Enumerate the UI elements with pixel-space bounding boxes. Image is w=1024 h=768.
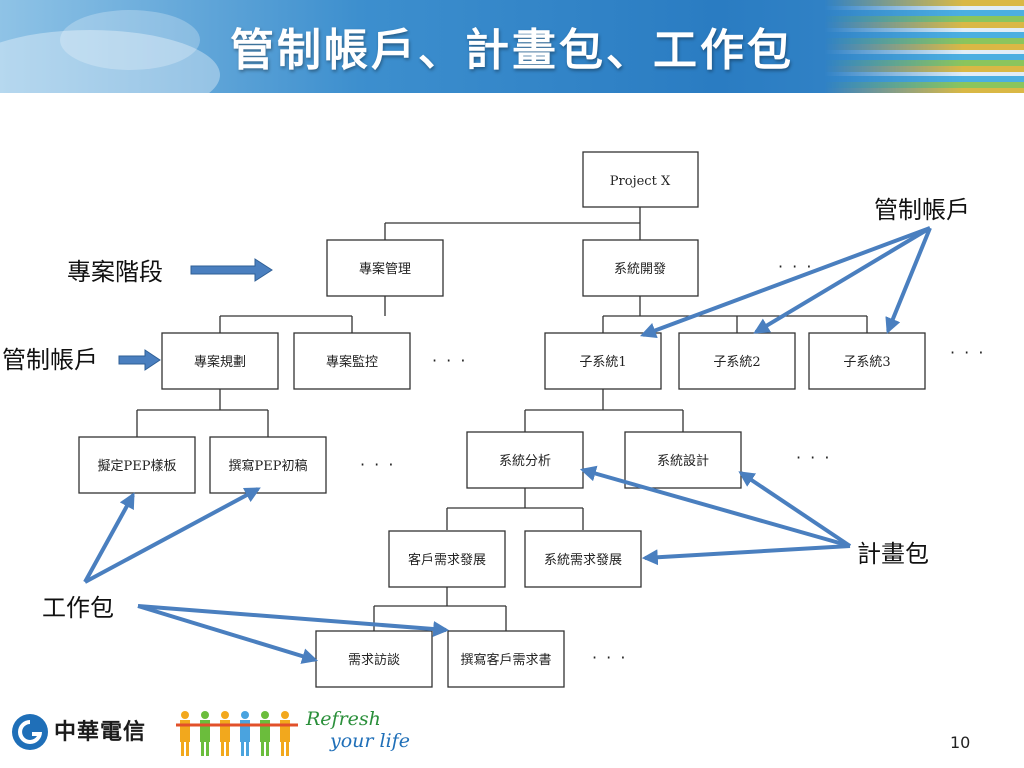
node-system-design: 系統設計 — [624, 431, 742, 489]
stripe-decoration — [824, 0, 1024, 93]
people-figures-icon — [176, 711, 298, 756]
node-system-requirements: 系統需求發展 — [524, 530, 642, 588]
arrows-work-package — [83, 487, 450, 664]
node-requirements-interview: 需求訪談 — [315, 630, 433, 688]
ellipsis: · · · — [950, 343, 985, 362]
node-label: 系統設計 — [657, 453, 709, 469]
slogan-line-2: your life — [330, 730, 410, 752]
ellipsis: · · · — [796, 448, 831, 467]
node-label: 系統開發 — [614, 262, 666, 277]
node-project-planning: 專案規劃 — [161, 332, 279, 390]
node-label: 系統分析 — [499, 454, 551, 469]
company-logo — [12, 711, 298, 756]
header-banner — [0, 0, 1024, 93]
label-project-phase: 專案階段 — [67, 258, 163, 286]
node-pep-template: 擬定PEP樣板 — [78, 436, 196, 494]
node-label: 系統需求發展 — [544, 553, 622, 568]
node-label: 客戶需求發展 — [408, 552, 486, 568]
arrows-control-account — [640, 226, 932, 339]
block-arrow-control-account — [118, 349, 161, 371]
cloud-decoration — [60, 10, 200, 70]
node-write-requirements: 撰寫客戶需求書 — [447, 630, 565, 688]
node-subsystem-3: 子系統3 — [808, 332, 926, 390]
node-subsystem-2: 子系統2 — [678, 332, 796, 390]
label-work-package: 工作包 — [42, 594, 114, 622]
ellipsis: · · · — [592, 648, 627, 667]
node-label: Project X — [610, 174, 671, 189]
company-name: 中華電信 — [54, 720, 147, 745]
connector-lines — [136, 207, 868, 631]
node-label: 專案規劃 — [194, 355, 246, 370]
node-project-x: Project X — [582, 151, 699, 208]
label-planning-package: 計畫包 — [857, 540, 929, 568]
node-system-analysis: 系統分析 — [466, 431, 584, 489]
node-label: 專案監控 — [326, 354, 378, 370]
node-label: 擬定PEP樣板 — [98, 458, 177, 474]
slide-title: 管制帳戶、計畫包、工作包 — [230, 25, 794, 76]
ellipsis: · · · — [432, 351, 467, 370]
node-label: 撰寫PEP初稿 — [229, 458, 308, 474]
node-label: 子系統2 — [713, 355, 760, 370]
node-project-management: 專案管理 — [326, 239, 444, 297]
node-project-monitoring: 專案監控 — [293, 332, 411, 390]
arrows-planning-package — [579, 465, 852, 566]
ellipsis: · · · — [778, 257, 813, 276]
node-label: 專案管理 — [359, 262, 411, 277]
node-label: 需求訪談 — [348, 652, 400, 668]
label-control-account-left: 管制帳戶 — [2, 346, 98, 374]
page-number: 10 — [950, 733, 971, 752]
node-system-development: 系統開發 — [582, 239, 699, 297]
slogan-line-1: Refresh — [306, 708, 381, 730]
node-label: 子系統3 — [843, 355, 890, 370]
node-subsystem-1: 子系統1 — [544, 332, 662, 390]
node-label: 撰寫客戶需求書 — [460, 652, 551, 668]
node-label: 子系統1 — [579, 355, 626, 370]
node-customer-requirements: 客戶需求發展 — [388, 530, 506, 588]
ellipsis: · · · — [360, 455, 395, 474]
block-arrow-project-phase — [190, 258, 273, 282]
node-pep-draft: 撰寫PEP初稿 — [209, 436, 327, 494]
label-control-account-right: 管制帳戶 — [874, 196, 970, 224]
